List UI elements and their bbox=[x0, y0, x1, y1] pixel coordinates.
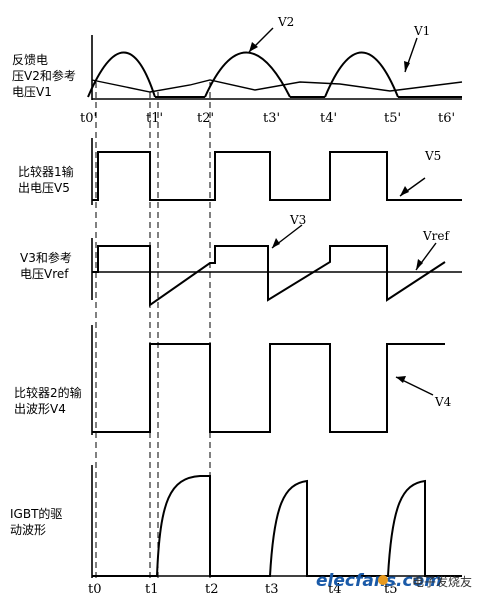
v4-waveform bbox=[92, 343, 445, 433]
v4-label: V4 bbox=[434, 395, 452, 409]
v1-arrow-head bbox=[404, 61, 410, 72]
tick-t1: t1 bbox=[145, 582, 159, 597]
v2-arrow-head bbox=[249, 42, 258, 52]
tick-t6p: t6' bbox=[438, 111, 455, 126]
panel2-label-line2: 出电压V5 bbox=[18, 181, 70, 195]
tick-t0: t0 bbox=[88, 582, 102, 597]
tick-t5p: t5' bbox=[384, 111, 401, 126]
v1-label: V1 bbox=[413, 24, 430, 38]
panel1-label-line2: 压V2和参考 bbox=[12, 68, 76, 83]
watermark-cn-text: 电子发烧友 bbox=[412, 574, 472, 589]
tick-t3: t3 bbox=[265, 582, 279, 597]
panel-feedback: V2 V1 反馈电 压V2和参考 电压V1 bbox=[12, 15, 463, 100]
panel-igbt: IGBT的驱 动波形 bbox=[10, 465, 462, 578]
v2-waveform bbox=[87, 51, 462, 98]
v5-label: V5 bbox=[424, 149, 441, 163]
panel3-label-line2: 电压Vref bbox=[20, 267, 69, 281]
panel2-label-line1: 比较器1输 bbox=[18, 164, 74, 179]
tick-t3p: t3' bbox=[263, 111, 280, 126]
tick-t4: t4 bbox=[328, 582, 342, 597]
panel5-label-line1: IGBT的驱 bbox=[10, 506, 62, 521]
v5-waveform bbox=[92, 151, 462, 201]
watermark-dot-icon bbox=[378, 575, 388, 585]
vref-label: Vref bbox=[422, 229, 451, 243]
v3-waveform bbox=[92, 245, 446, 307]
v3-label: V3 bbox=[289, 213, 306, 227]
tick-t2: t2 bbox=[205, 582, 219, 597]
tick-t2p: t2' bbox=[197, 111, 214, 126]
v5-arrow-head bbox=[400, 186, 409, 196]
v4-arrow-head bbox=[396, 376, 406, 383]
panel-v3-vref: V3 Vref V3和参考 电压Vref bbox=[20, 213, 462, 307]
panel1-label-line3: 电压V1 bbox=[12, 85, 52, 99]
panel3-label-line1: V3和参考 bbox=[20, 250, 72, 265]
panel-comparator1: V5 比较器1输 出电压V5 bbox=[18, 138, 462, 205]
tick-t1p: t1' bbox=[146, 111, 163, 126]
panel4-label-line1: 比较器2的输 bbox=[14, 385, 82, 400]
v3-arrow-head bbox=[272, 238, 280, 248]
tick-t0p: t0' bbox=[80, 111, 97, 126]
v1-waveform bbox=[91, 79, 463, 93]
panel1-label-line1: 反馈电 bbox=[12, 53, 48, 67]
panel5-label-line2: 动波形 bbox=[10, 523, 46, 537]
tick-t4p: t4' bbox=[320, 111, 337, 126]
v2-label: V2 bbox=[277, 15, 294, 29]
panel4-label-line2: 出波形V4 bbox=[14, 402, 66, 416]
igbt-waveform bbox=[92, 475, 462, 577]
watermark: elecfans.com 电子发烧友 bbox=[316, 571, 472, 591]
panel-comparator2: V4 比较器2的输 出波形V4 bbox=[14, 325, 452, 435]
vref-arrow-head bbox=[416, 259, 423, 270]
dashed-guides bbox=[95, 82, 211, 578]
tick-t5: t5 bbox=[384, 582, 398, 597]
bottom-tick-labels: t0 t1 t2 t3 t4 t5 bbox=[88, 582, 398, 597]
top-tick-labels: t0' t1' t2' t3' t4' t5' t6' bbox=[80, 111, 455, 126]
